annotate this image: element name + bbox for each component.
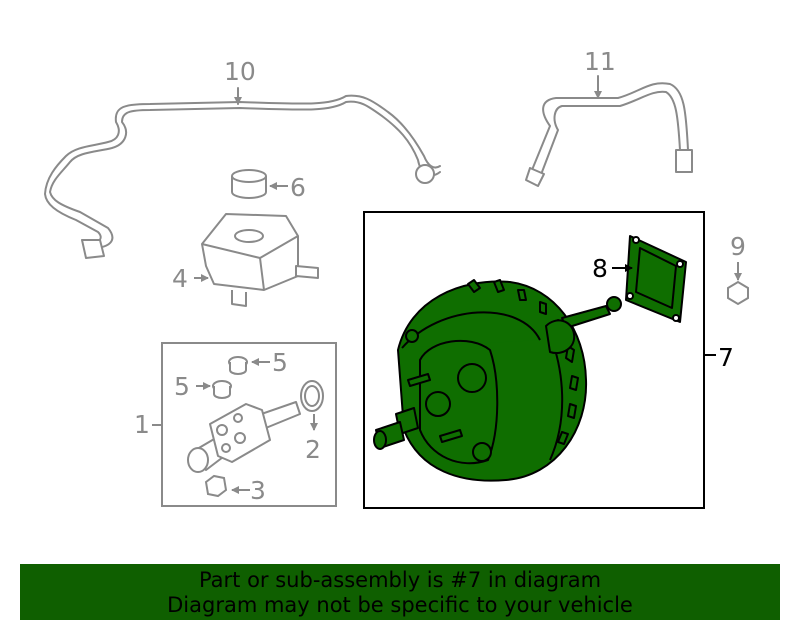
- master-cylinder: [187, 401, 301, 473]
- o-ring-2: [300, 380, 324, 431]
- banner-line-2: Diagram may not be specific to your vehi…: [167, 593, 633, 617]
- callout-7: 7: [718, 343, 734, 372]
- hose-11: [525, 75, 693, 187]
- brake-line-10: [44, 87, 441, 259]
- callout-2: 2: [305, 435, 321, 464]
- parts-diagram: 10 11 6 4 1: [44, 47, 749, 509]
- nut-3: [204, 474, 250, 498]
- banner-line-1: Part or sub-assembly is #7 in diagram: [198, 568, 602, 592]
- callout-4: 4: [172, 264, 188, 293]
- cap-5-top: [228, 356, 270, 375]
- reservoir-4: [194, 213, 319, 307]
- cap-5-left: [196, 380, 232, 399]
- brake-booster-7: [373, 279, 622, 482]
- callout-1: 1: [134, 410, 150, 439]
- brake-booster-box: [363, 211, 705, 509]
- callout-9: 9: [730, 232, 746, 261]
- nut-9: [727, 262, 749, 306]
- callout-10: 10: [224, 57, 256, 86]
- info-banner: Part or sub-assembly is #7 in diagram Di…: [20, 564, 780, 620]
- callout-6: 6: [290, 173, 306, 202]
- gasket-8: [612, 235, 687, 323]
- callout-5-top: 5: [272, 348, 288, 377]
- callout-8: 8: [592, 254, 608, 283]
- callout-3: 3: [250, 476, 266, 505]
- callout-5-left: 5: [174, 372, 190, 401]
- callout-11: 11: [584, 47, 616, 76]
- reservoir-cap-6: [231, 169, 288, 199]
